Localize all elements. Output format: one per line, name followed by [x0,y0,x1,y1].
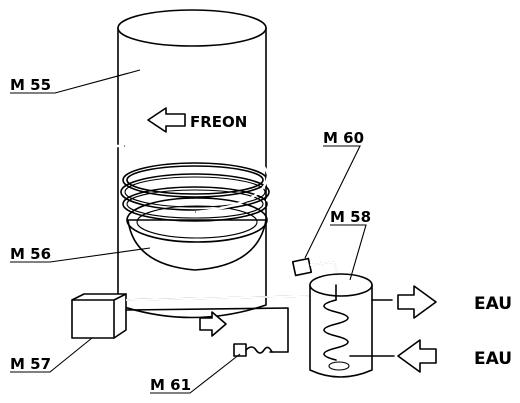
compressor-m57 [71,293,127,339]
valve-m61 [233,343,273,357]
freon-label: FREON [190,113,247,131]
label-m57: M 57 [10,355,51,373]
label-m60: M 60 [323,129,364,147]
label-m61: M 61 [150,376,191,394]
water-tank-m58 [309,273,373,378]
basin-m56 [126,197,268,271]
leader-m60 [304,145,361,259]
leader-m56 [10,247,151,263]
eau-in-arrow-icon [397,339,437,373]
condenser-coil [120,162,270,222]
freon-arrow-icon [147,107,186,133]
leader-m58 [330,224,367,281]
leader-m57 [10,337,93,373]
label-eau-out: EAU [474,294,512,314]
eau-out-arrow-icon [397,285,437,319]
label-eau-in: EAU [474,349,512,369]
suction-pipe [95,143,270,298]
label-m58: M 58 [330,208,371,226]
leader-m61 [150,353,241,394]
leader-m55 [10,69,141,94]
flow-arrow-icon [199,311,227,337]
fitting-m60 [291,257,313,277]
label-m56: M 56 [10,245,51,263]
discharge-pipe [265,198,297,268]
liquid-line [125,295,311,353]
label-m55: M 55 [10,76,51,94]
